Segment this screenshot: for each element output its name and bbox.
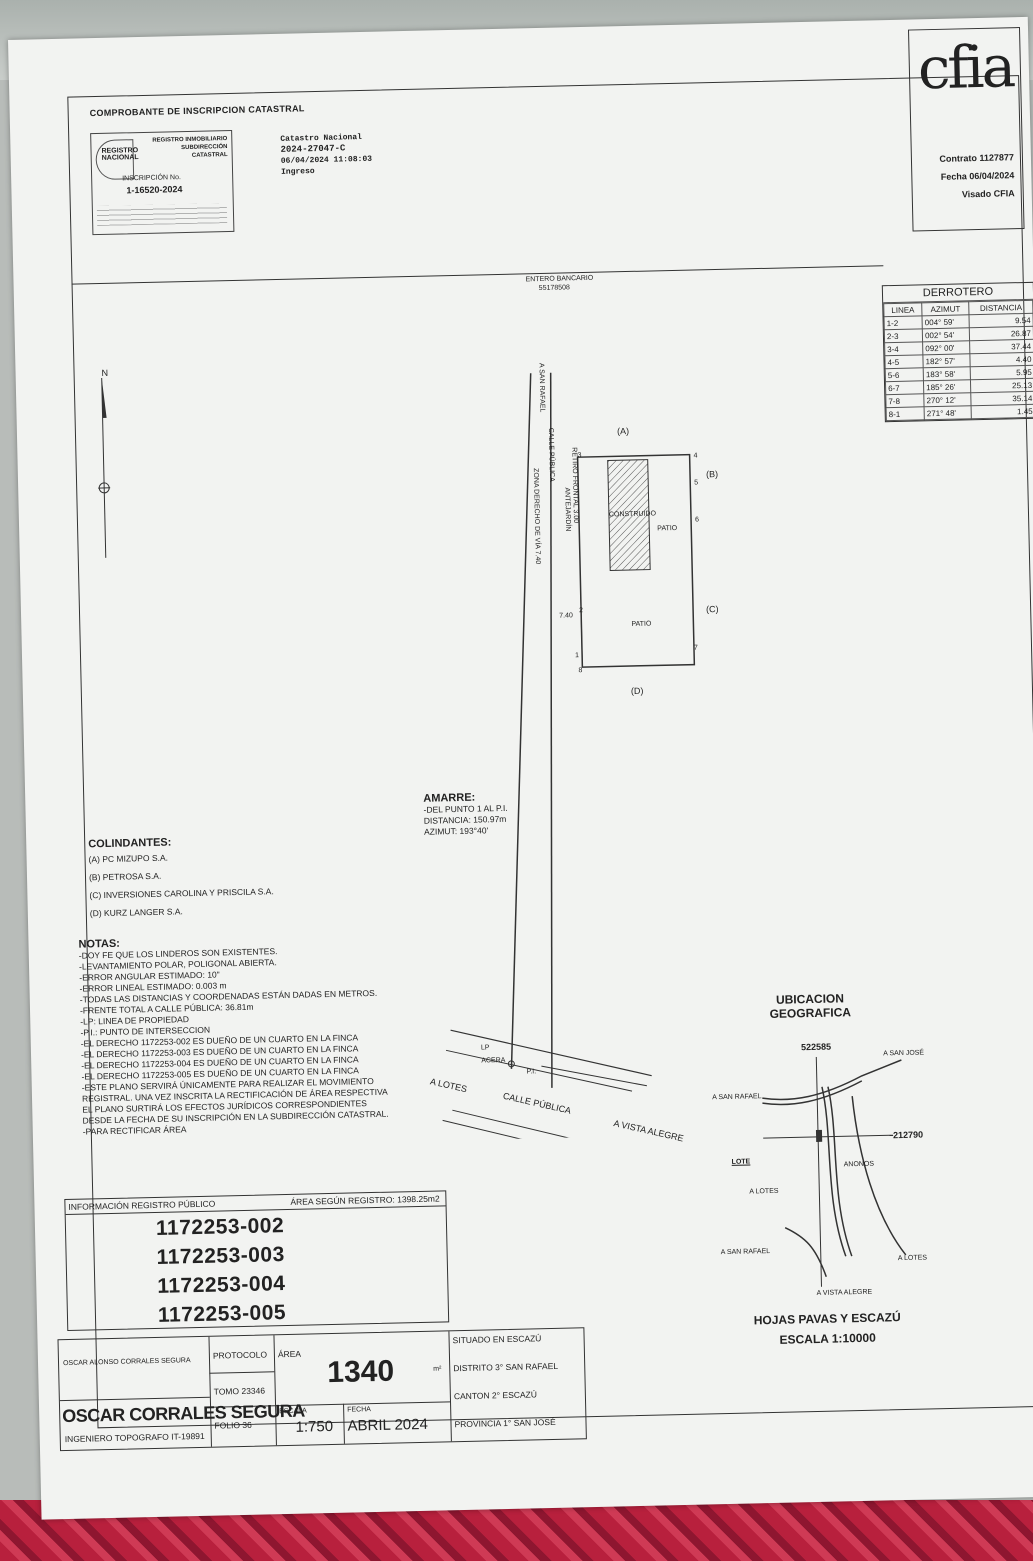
- folio-label: FOLIO 36: [214, 1419, 252, 1431]
- provincia-label: PROVINCIA 1° SAN JOSÉ: [454, 1416, 556, 1430]
- tomo-label: TOMO 23346: [213, 1385, 266, 1397]
- street-label-san-rafael: A SAN RAFAEL: [537, 362, 546, 413]
- registry-org: REGISTRO NACIONAL: [101, 147, 139, 162]
- protocolo-label: PROTOCOLO: [212, 1349, 268, 1361]
- neighbor-a-label: (A): [616, 426, 630, 437]
- patio-label-1: PATIO: [657, 524, 678, 533]
- escala-value: 1:750: [295, 1417, 334, 1436]
- notas-block: NOTAS: -DOY FE QUE LOS LINDEROS SON EXIS…: [78, 937, 389, 1137]
- point-7: 7: [693, 644, 698, 652]
- area-unit: m²: [433, 1365, 442, 1373]
- engineer-name: OSCAR CORRALES SEGURA: [62, 1400, 305, 1427]
- point-3: 3: [577, 452, 582, 460]
- width-label: 7.40: [559, 612, 573, 620]
- distrito-label: DISTRITO 3° SAN RAFAEL: [453, 1360, 559, 1374]
- cfia-info: Contrato 1127877 Fecha 06/04/2024 Visado…: [939, 152, 1015, 200]
- point-2: 2: [579, 607, 584, 615]
- amarre-block: AMARRE: -DEL PUNTO 1 AL P.I. DISTANCIA: …: [423, 791, 508, 837]
- north-arrow-icon: [98, 377, 111, 558]
- canton-label: CANTON 2° ESCAZÚ: [453, 1389, 538, 1402]
- loc-label-san-rafael-2: A SAN RAFAEL: [720, 1248, 771, 1257]
- bank-number: 55178508: [538, 284, 571, 293]
- lp-label: LP: [480, 1044, 490, 1052]
- acera-label: ACERA: [481, 1056, 506, 1065]
- loc-label-a-lotes: A LOTES: [749, 1187, 779, 1196]
- cadastral-plan-sheet: COMPROBANTE DE INSCRIPCION CATASTRAL REG…: [8, 16, 1033, 1520]
- neighbor-d-label: (D): [630, 685, 644, 697]
- title-block: OSCAR ALONSO CORRALES SEGURA OSCAR CORRA…: [57, 1327, 587, 1452]
- location-title: UBICACION GEOGRAFICA: [769, 991, 852, 1021]
- inscription-number: 1-16520-2024: [126, 184, 183, 196]
- engineer-title: INGENIERO TOPOGRAFO IT-19891: [64, 1430, 205, 1445]
- registry-stamp: REGISTRO NACIONAL REGISTRO INMOBILIARIO …: [90, 129, 235, 236]
- escala-label: ESCALA: [279, 1407, 307, 1416]
- fecha-value: ABRIL 2024: [347, 1415, 429, 1435]
- property-plan-drawing: [442, 372, 696, 1142]
- pi-label: P.I.: [526, 1068, 537, 1076]
- location-map: [762, 1056, 907, 1287]
- situado-label: SITUADO EN ESCAZÚ: [452, 1333, 542, 1346]
- area-value: 1340: [326, 1354, 395, 1390]
- point-5: 5: [694, 479, 699, 487]
- cfia-seal-box: cfia Contrato 1127877 Fecha 06/04/2024 V…: [907, 27, 1025, 232]
- loc-label-vista-alegre: A VISTA ALEGRE: [816, 1288, 873, 1297]
- patio-label-2: PATIO: [631, 620, 652, 629]
- area-label: ÁREA: [277, 1348, 302, 1360]
- neighbor-c-label: (C): [705, 604, 719, 615]
- point-4: 4: [693, 452, 698, 460]
- loc-label-san-rafael: A SAN RAFAEL: [712, 1093, 762, 1102]
- cfia-logo: cfia: [917, 32, 1014, 103]
- construido-label: CONSTRUIDO: [608, 510, 657, 519]
- loc-label-anonos: ANONOS: [843, 1160, 875, 1169]
- registry-lines: REGISTRO INMOBILIARIO SUBDIRECCIÓN CATAS…: [152, 136, 228, 159]
- point-8: 8: [578, 667, 583, 675]
- neighbor-b-label: (B): [705, 469, 719, 480]
- point-1: 1: [575, 652, 580, 660]
- point-6: 6: [694, 516, 700, 524]
- antejardin-label: ANTEJARDÍN: [563, 487, 572, 532]
- fecha-label: FECHA: [347, 1406, 371, 1414]
- inscription-label: INSCRIPCIÓN No.: [122, 174, 181, 183]
- registro-numbers: 1172253-002 1172253-003 1172253-004 1172…: [155, 1214, 287, 1327]
- loc-label-san-jose: A SAN JOSÉ: [883, 1049, 925, 1058]
- registry-fine-print: [96, 203, 228, 227]
- colindantes-block: COLINDANTES: (A) PC MIZUPO S.A. (B) PETR…: [88, 836, 274, 919]
- north-label: N: [101, 367, 109, 378]
- street-label-calle-publica: CALLE PÚBLICA: [546, 427, 556, 482]
- signature-small: OSCAR ALONSO CORRALES SEGURA: [62, 1357, 191, 1368]
- catastro-info: Catastro Nacional 2024-27047-C 06/04/202…: [280, 132, 373, 177]
- loc-label-lote: LOTE: [731, 1158, 751, 1166]
- loc-label-a-lotes-2: A LOTES: [897, 1254, 928, 1263]
- registro-publico-box: INFORMACIÓN REGISTRO PÚBLICO ÁREA SEGÚN …: [64, 1190, 450, 1331]
- coord-x: 522585: [800, 1041, 832, 1053]
